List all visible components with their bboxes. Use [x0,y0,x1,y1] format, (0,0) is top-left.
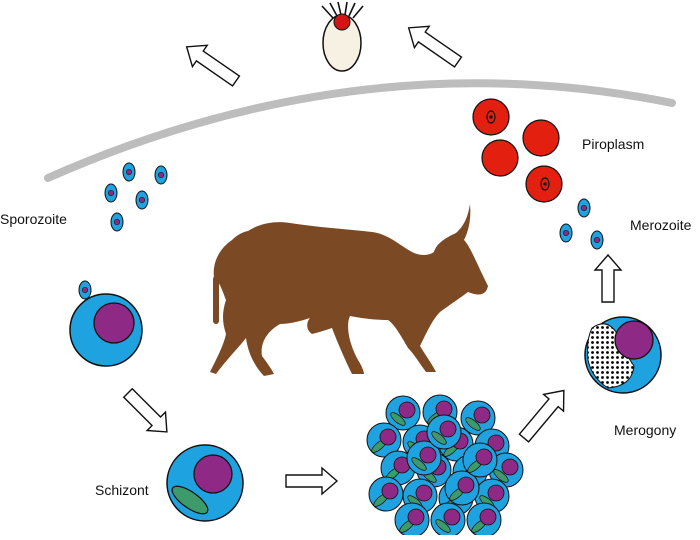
schizont-cluster-cell [368,476,404,512]
label-piroplasm: Piroplasm [582,136,645,152]
merozoite-group [559,198,604,250]
arrow-tick-to-host [185,44,241,87]
arrow-host-to-tick [407,25,463,68]
infected-red-blood-cell [472,98,510,136]
piroplasm-group [472,98,563,203]
sporozoite [154,165,168,185]
sporozoite [122,162,136,182]
arrow-to-merozoite [593,253,623,303]
red-blood-cell [481,139,519,177]
skin-boundary-curve [44,79,676,182]
merozoite [590,230,604,250]
schizont-cluster-cell [460,400,496,436]
schizont-cluster [366,394,524,538]
tick-icon [321,1,364,72]
label-merogony: Merogony [614,422,677,438]
schizont-cluster-cell [426,414,462,450]
label-merozoite: Merozoite [630,217,692,233]
label-sporozoite: Sporozoite [0,211,67,227]
label-schizont: Schizont [95,482,149,498]
schizont-cluster-cell [394,502,430,538]
schizont-cluster-cell [488,452,524,488]
merogony-cell [584,316,662,394]
sporozoite [135,190,149,210]
schizont-cluster-cell [385,395,421,431]
red-blood-cell [522,119,560,157]
arrow-to-cluster [285,466,339,496]
sporozoite [110,212,124,232]
cattle-icon [210,204,488,376]
schizont-cluster-cell [406,440,442,476]
schizont-cell [166,444,244,522]
schizont-cluster-cell [366,422,402,458]
schizont-cluster-cell [462,442,498,478]
sporozoite [104,183,118,203]
merozoite [577,198,591,218]
schizont-cluster-cell [380,450,416,486]
arrow-to-schizont [122,387,168,433]
merozoite [559,223,573,243]
schizont-cluster-cell [430,502,466,538]
sporozoite-group [104,162,168,232]
schizont-cluster-cell [444,470,480,506]
infected-lymphocyte [69,280,143,367]
schizont-cluster-cell [466,502,502,538]
arrow-to-merogony [518,389,565,443]
infected-red-blood-cell [525,165,563,203]
